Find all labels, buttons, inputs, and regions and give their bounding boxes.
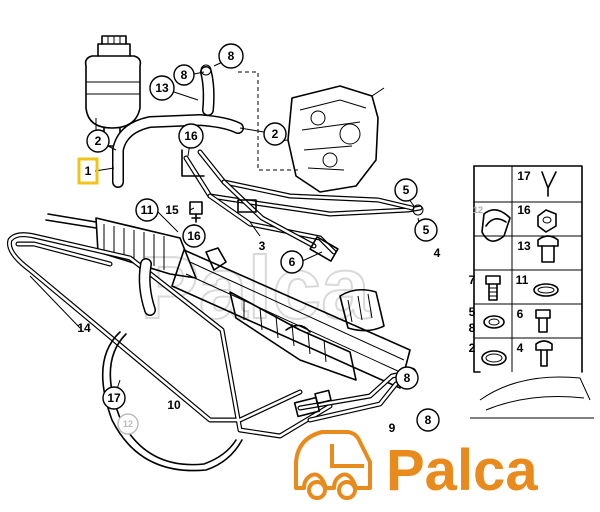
screw-icon bbox=[535, 340, 553, 367]
callout-label: 13 bbox=[155, 81, 169, 95]
callout-label: 11 bbox=[141, 203, 154, 217]
callout-14-p14: 14 bbox=[77, 321, 91, 335]
callout-label: 2 bbox=[95, 134, 102, 148]
bolt-icon-6 bbox=[535, 309, 551, 333]
callout-label: 17 bbox=[107, 391, 121, 405]
callout-label: 8 bbox=[181, 68, 188, 82]
callout-2-c2a: 2 bbox=[86, 129, 110, 153]
bolt-icon-7 bbox=[485, 275, 501, 301]
washer-icon bbox=[483, 315, 505, 329]
legend-label-17: 17 bbox=[517, 169, 531, 183]
callout-label: 16 bbox=[187, 229, 201, 243]
callout-8-c8a: 8 bbox=[218, 43, 244, 69]
callout-label: 5 bbox=[423, 223, 430, 237]
cooler-loop-10 bbox=[101, 258, 243, 472]
callout-label: 8 bbox=[404, 371, 411, 385]
callout-label: 8 bbox=[425, 413, 432, 427]
clamp-icon-11 bbox=[533, 283, 559, 297]
callout-4-p4: 4 bbox=[434, 246, 441, 260]
car-silhouette bbox=[470, 376, 594, 419]
palca-logo-text: Palca bbox=[386, 438, 538, 503]
callout-5-c5a: 5 bbox=[394, 178, 418, 202]
legend-label-11: 11 bbox=[516, 273, 529, 287]
legend-label-13: 13 bbox=[517, 239, 531, 253]
parts-legend: 17 12 16 13 11 7 6 5 8 4 2 bbox=[469, 165, 583, 373]
callout-16-c16b: 16 bbox=[182, 224, 206, 248]
callout-label: 16 bbox=[184, 129, 198, 143]
callout-label: 5 bbox=[403, 183, 410, 197]
callout-3-p3: 3 bbox=[259, 239, 266, 253]
legend-label-2: 2 bbox=[469, 341, 476, 355]
legend-label-12: 12 bbox=[473, 205, 483, 215]
legend-label-4: 4 bbox=[517, 341, 524, 355]
highlighted-callout-1: 1 bbox=[77, 157, 99, 185]
legend-label-5: 5 bbox=[469, 305, 476, 319]
callout-13-c13: 13 bbox=[149, 75, 175, 101]
return-line-14 bbox=[6, 232, 333, 439]
palca-logo: Palca bbox=[294, 430, 538, 503]
callout-6-c6: 6 bbox=[280, 250, 304, 274]
callout-12-c12a: 12 bbox=[117, 413, 139, 435]
callout-5-c5b: 5 bbox=[414, 218, 438, 242]
callout-11-c11: 11 bbox=[135, 198, 159, 222]
callout-17-c17: 17 bbox=[102, 386, 126, 410]
callout-label: 8 bbox=[228, 49, 235, 63]
callout-layer: 8 8 13 2 2 16 16 11 5 5 6 8 8 17 12 15 3 4 14 10 9 bbox=[77, 43, 441, 435]
hose-clamp-icon bbox=[481, 350, 507, 366]
callout-label: 2 bbox=[272, 127, 279, 141]
clip-icon bbox=[541, 171, 557, 197]
callout-9-p9: 9 bbox=[389, 421, 396, 435]
callout-8-c8d: 8 bbox=[416, 408, 440, 432]
callout-2-c2b: 2 bbox=[263, 122, 287, 146]
callout-label: 12 bbox=[123, 419, 133, 429]
banjo-bolt-icon bbox=[537, 235, 559, 263]
truck-icon bbox=[294, 430, 372, 500]
bracket-icon bbox=[481, 209, 511, 242]
callout-1-label: 1 bbox=[85, 164, 92, 178]
legend-label-8: 8 bbox=[469, 321, 476, 335]
pressure-sensor-15 bbox=[189, 201, 203, 223]
power-steering-pump bbox=[238, 71, 385, 193]
legend-label-16: 16 bbox=[517, 203, 531, 217]
callout-8-c8b: 8 bbox=[173, 64, 195, 86]
callout-8-c8c: 8 bbox=[395, 366, 419, 390]
nut-icon bbox=[537, 209, 557, 233]
legend-label-6: 6 bbox=[517, 307, 524, 321]
callout-16-c16a: 16 bbox=[178, 123, 204, 149]
steering-rack bbox=[45, 213, 411, 389]
callout-label: 6 bbox=[289, 255, 296, 269]
legend-label-7: 7 bbox=[469, 273, 476, 287]
callout-15-p15: 15 bbox=[165, 203, 179, 217]
callout-10-p10: 10 bbox=[167, 398, 181, 412]
pressure-lines bbox=[181, 149, 424, 262]
